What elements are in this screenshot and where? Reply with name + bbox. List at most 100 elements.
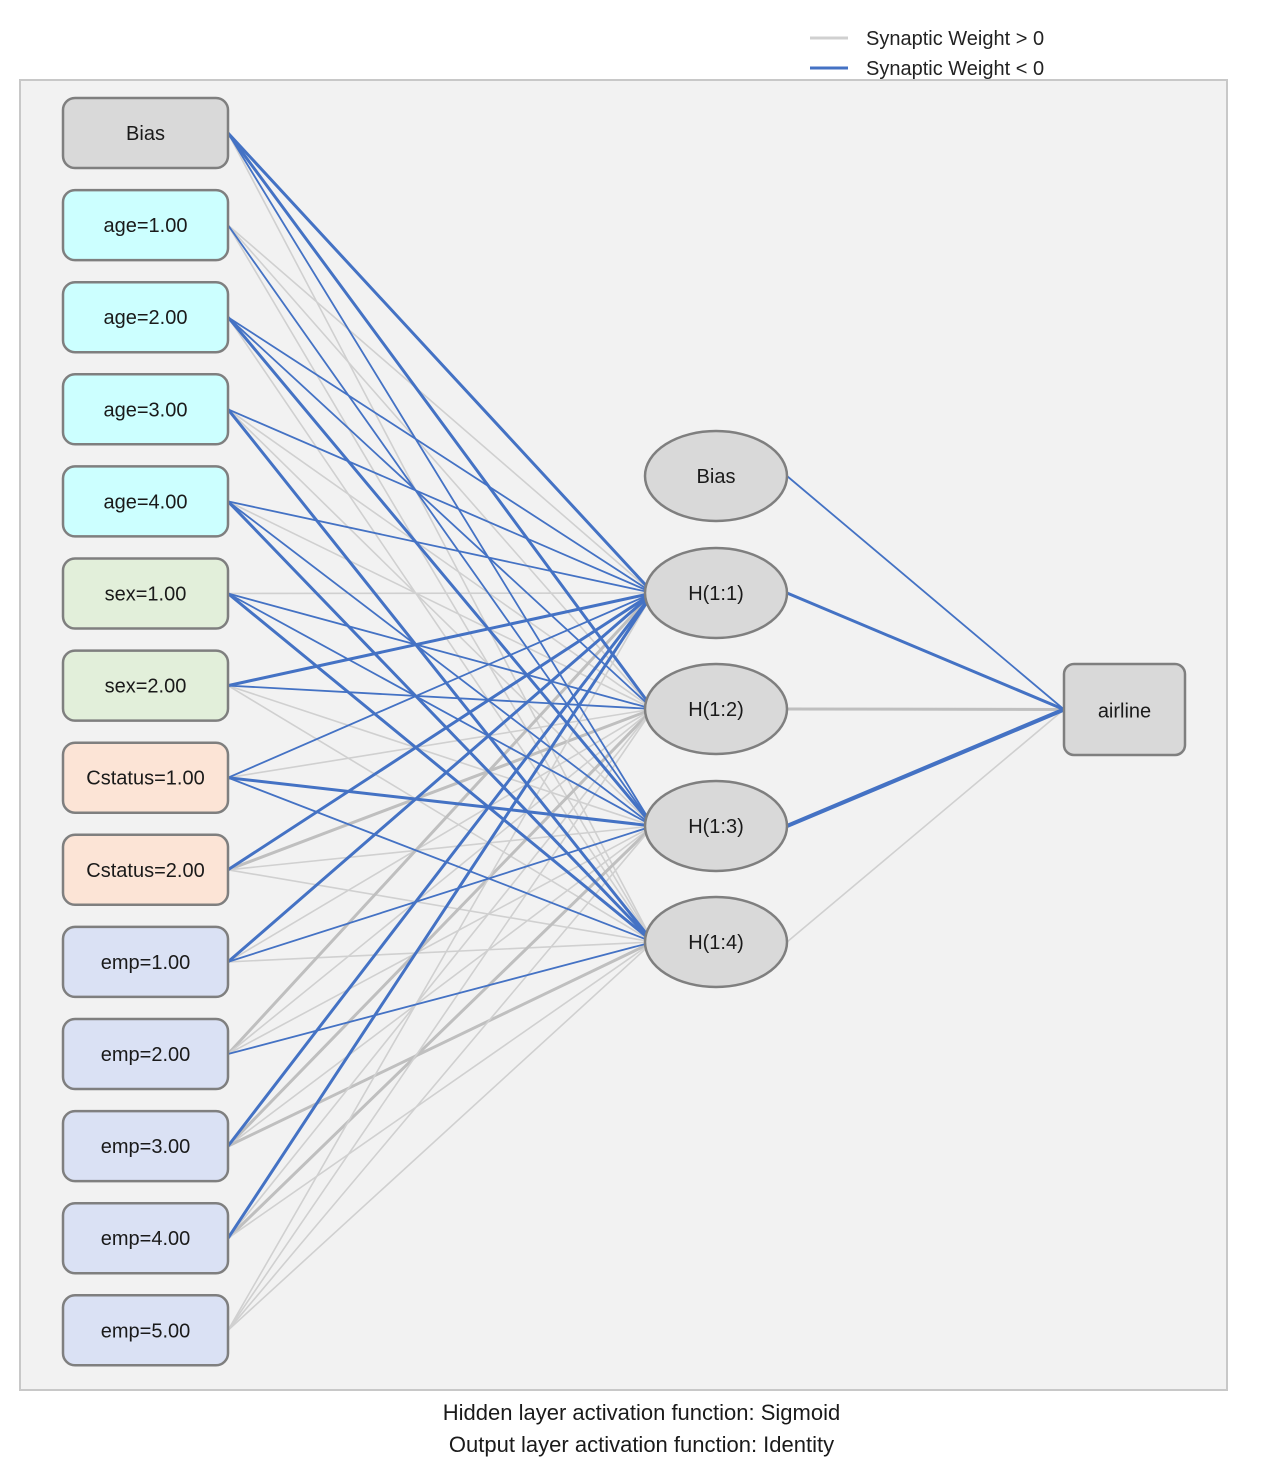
edge-cstatus-2-00-to-h-1-4 <box>227 868 654 943</box>
edge-emp-3-00-to-h-1-3 <box>227 825 654 1147</box>
synaptic-weights <box>226 131 1067 1332</box>
edge-emp-2-00-to-h-1-4 <box>227 941 654 1055</box>
edge-emp-2-00-to-h-1-1 <box>226 591 655 1056</box>
edge-age-4-00-to-h-1-4 <box>226 499 655 944</box>
input-node-box <box>61 649 230 722</box>
output-activation-caption: Output layer activation function: Identi… <box>448 1432 835 1457</box>
hidden-node-ellipse <box>643 779 789 873</box>
input-node-label: Bias <box>126 123 165 145</box>
hidden-node-ellipse <box>643 546 789 640</box>
edge-emp-5-00-to-h-1-1 <box>227 592 654 1332</box>
input-node-label: age=2.00 <box>104 307 188 329</box>
input-node-label: sex=1.00 <box>105 584 187 606</box>
edge-sex-2-00-to-h-1-3 <box>227 684 654 827</box>
hidden-node-ellipse <box>643 429 789 523</box>
edge-emp-5-00-to-h-1-3 <box>227 825 654 1332</box>
input-node-age-3-00: age=3.00 <box>61 373 230 446</box>
edge-cstatus-2-00-to-h-1-3 <box>227 825 654 871</box>
input-node-box <box>61 1201 230 1275</box>
input-node-bias: Bias <box>61 96 230 170</box>
edge-hidden-h-1-1-to-output <box>785 591 1066 711</box>
input-node-cstatus-1-00: Cstatus=1.00 <box>61 741 230 814</box>
edge-emp-4-00-to-h-1-1 <box>226 591 655 1240</box>
input-node-box <box>61 741 230 814</box>
edge-age-3-00-to-h-1-1 <box>227 408 654 594</box>
legend-positive-label: Synaptic Weight > 0 <box>866 28 1044 50</box>
input-node-label: emp=1.00 <box>101 952 191 974</box>
input-node-label: Cstatus=1.00 <box>86 768 204 790</box>
edge-hidden-bias-to-output <box>786 475 1065 711</box>
input-node-cstatus-2-00: Cstatus=2.00 <box>61 833 230 907</box>
input-node-label: emp=4.00 <box>101 1228 191 1250</box>
edge-sex-1-00-to-h-1-1 <box>227 592 654 595</box>
edge-age-4-00-to-h-1-1 <box>227 500 654 594</box>
edge-cstatus-1-00-to-h-1-1 <box>227 592 654 779</box>
input-node-box <box>61 925 230 999</box>
edge-emp-4-00-to-h-1-4 <box>227 941 654 1239</box>
edge-age-1-00-to-h-1-3 <box>227 224 654 827</box>
input-node-label: sex=2.00 <box>105 676 187 698</box>
edge-bias-to-h-1-3 <box>227 132 654 827</box>
edge-sex-1-00-to-h-1-4 <box>226 592 655 944</box>
hidden-node-ellipse <box>643 662 789 756</box>
edge-age-2-00-to-h-1-4 <box>227 316 654 943</box>
input-node-label: emp=5.00 <box>101 1320 191 1342</box>
hidden-node-h-1-2: H(1:2) <box>643 662 789 756</box>
edge-age-3-00-to-h-1-2 <box>227 408 654 710</box>
edge-age-2-00-to-h-1-1 <box>227 316 654 594</box>
input-node-age-2-00: age=2.00 <box>61 280 230 354</box>
hidden-node-label: H(1:1) <box>688 583 744 605</box>
edge-emp-1-00-to-h-1-1 <box>226 591 655 964</box>
hidden-activation-caption: Hidden layer activation function: Sigmoi… <box>442 1400 841 1425</box>
edge-emp-2-00-to-h-1-2 <box>227 708 654 1055</box>
input-node-emp-5-00: emp=5.00 <box>61 1294 230 1367</box>
edge-cstatus-2-00-to-h-1-1 <box>226 591 655 872</box>
hidden-node-label: H(1:4) <box>688 932 744 954</box>
input-node-box <box>61 96 230 170</box>
edge-cstatus-1-00-to-h-1-4 <box>227 776 654 943</box>
input-node-emp-1-00: emp=1.00 <box>61 925 230 999</box>
edge-cstatus-2-00-to-h-1-2 <box>226 707 655 872</box>
edge-age-1-00-to-h-1-4 <box>227 224 654 943</box>
legend-negative-label: Synaptic Weight < 0 <box>866 58 1044 80</box>
input-node-label: Cstatus=2.00 <box>86 860 204 882</box>
input-node-box <box>61 1294 230 1367</box>
edge-bias-to-h-1-4 <box>227 132 654 943</box>
hidden-node-h-1-4: H(1:4) <box>643 895 789 989</box>
output-node-airline: airline <box>1062 662 1187 757</box>
edge-age-2-00-to-h-1-3 <box>226 315 655 828</box>
input-node-emp-2-00: emp=2.00 <box>61 1017 230 1091</box>
input-node-label: age=3.00 <box>104 399 188 421</box>
edge-age-4-00-to-h-1-2 <box>227 500 654 710</box>
hidden-node-ellipse <box>643 895 789 989</box>
edge-hidden-h-1-3-to-output <box>784 707 1067 829</box>
edge-emp-3-00-to-h-1-1 <box>226 591 655 1148</box>
edge-bias-to-h-1-1 <box>226 131 655 595</box>
edge-emp-4-00-to-h-1-3 <box>226 824 655 1240</box>
edge-emp-2-00-to-h-1-3 <box>227 825 654 1055</box>
hidden-node-label: H(1:3) <box>688 816 744 838</box>
network-nodes: Bias age=1.00 age=2.00 age=3.00 age=4.00 sex=… <box>61 96 1187 1367</box>
edge-emp-5-00-to-h-1-4 <box>227 941 654 1332</box>
output-node-box <box>1062 662 1187 757</box>
edge-emp-1-00-to-h-1-2 <box>227 708 654 963</box>
edge-cstatus-1-00-to-h-1-2 <box>227 708 654 779</box>
hidden-node-label: H(1:2) <box>688 699 744 721</box>
edge-sex-1-00-to-h-1-2 <box>227 592 654 710</box>
input-node-box <box>61 1109 230 1183</box>
input-node-age-1-00: age=1.00 <box>61 188 230 262</box>
edge-emp-5-00-to-h-1-2 <box>227 708 654 1332</box>
edge-age-3-00-to-h-1-4 <box>226 407 655 944</box>
input-node-label: age=4.00 <box>104 491 188 513</box>
edge-emp-1-00-to-h-1-4 <box>227 941 654 963</box>
input-node-emp-3-00: emp=3.00 <box>61 1109 230 1183</box>
edge-sex-2-00-to-h-1-2 <box>227 684 654 710</box>
edge-hidden-h-1-4-to-output <box>786 708 1065 943</box>
input-node-box <box>61 833 230 907</box>
edge-sex-2-00-to-h-1-1 <box>226 591 655 688</box>
edge-hidden-h-1-2-to-output <box>785 707 1066 711</box>
input-node-box <box>61 557 230 630</box>
input-node-age-4-00: age=4.00 <box>61 465 230 538</box>
input-node-sex-2-00: sex=2.00 <box>61 649 230 722</box>
